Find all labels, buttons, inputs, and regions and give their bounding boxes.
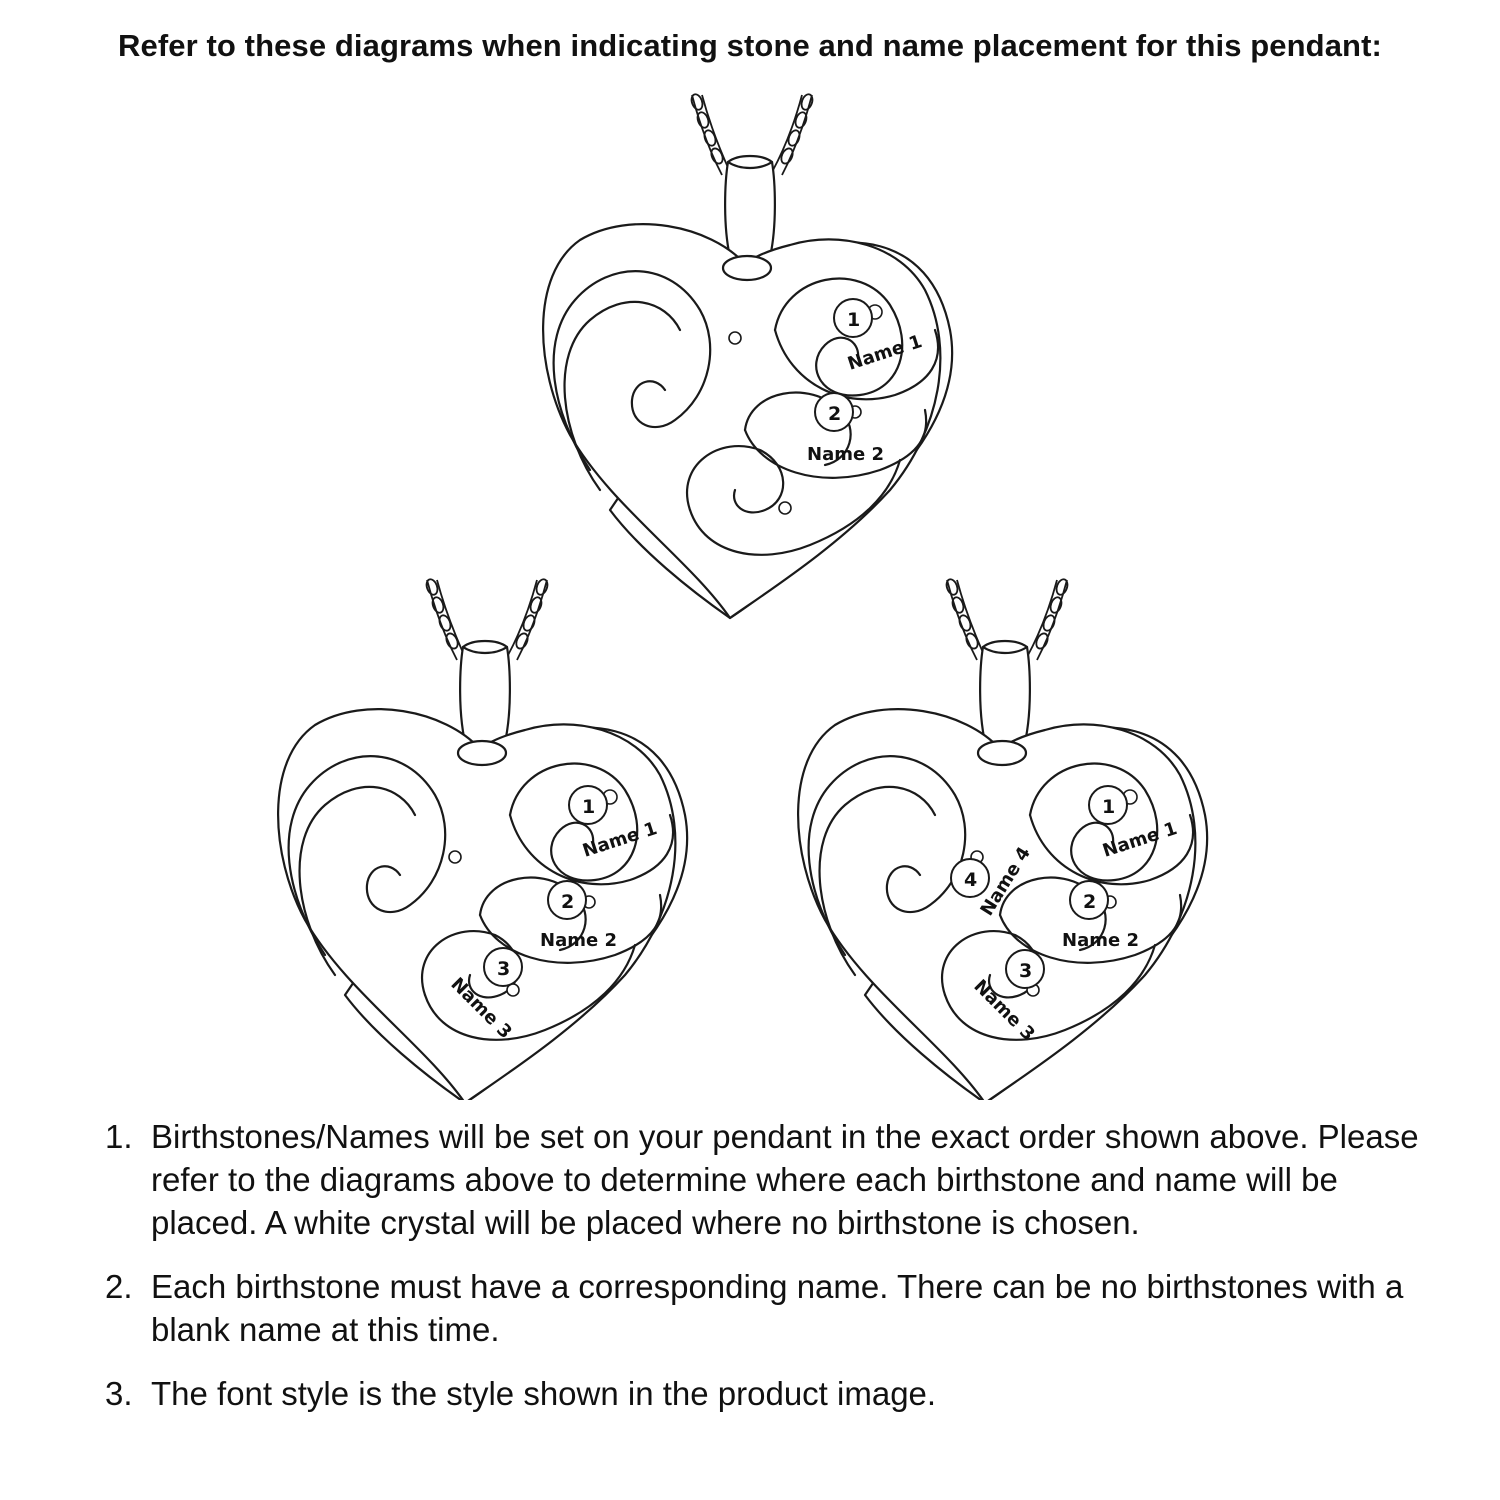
stone-1-number: 1 [582, 796, 595, 818]
name-2-label: Name 2 [540, 930, 617, 951]
stone-2-number: 2 [561, 891, 574, 913]
stone-1 [1088, 785, 1128, 825]
stone-2-number: 2 [1083, 891, 1096, 913]
name-2-label: Name 2 [1062, 930, 1139, 951]
stone-3-number: 3 [497, 958, 510, 980]
instruction-item: 1. Birthstones/Names will be set on your… [105, 1115, 1425, 1244]
stone-4 [950, 858, 990, 898]
stone-3-number: 3 [1019, 960, 1032, 982]
stone-1-number: 1 [1102, 796, 1115, 818]
pendant-diagram-three-stones: 1 Name 1 2 Name 2 3 Name 3 [276, 576, 689, 1100]
stone-3 [1005, 949, 1045, 989]
stone-4-number: 4 [964, 869, 977, 891]
stone-1-number: 1 [847, 309, 860, 331]
stone-1 [568, 785, 608, 825]
instructions-list: 1. Birthstones/Names will be set on your… [105, 1115, 1425, 1436]
instruction-text: Birthstones/Names will be set on your pe… [151, 1118, 1419, 1241]
stone-2 [547, 880, 587, 920]
name-2-label: Name 2 [807, 444, 884, 465]
pendant-diagrams: 1 Name 1 2 Name 2 1 Name 1 2 Name 2 3 Na… [276, 91, 1209, 1100]
instruction-number: 2. [105, 1268, 133, 1305]
stone-3 [483, 947, 523, 987]
stone-2-number: 2 [828, 403, 841, 425]
instruction-number: 3. [105, 1375, 133, 1412]
pendant-diagram-four-stones: 1 Name 1 2 Name 2 3 Name 3 4 Name 4 [796, 576, 1209, 1100]
pendant-diagram-two-stones: 1 Name 1 2 Name 2 [541, 91, 954, 620]
instruction-number: 1. [105, 1118, 133, 1155]
stone-2 [814, 392, 854, 432]
stone-2 [1069, 880, 1109, 920]
instruction-text: The font style is the style shown in the… [151, 1375, 937, 1412]
page-heading: Refer to these diagrams when indicating … [118, 28, 1382, 63]
instruction-text: Each birthstone must have a correspondin… [151, 1268, 1404, 1348]
instruction-item: 2. Each birthstone must have a correspon… [105, 1265, 1425, 1351]
stone-1 [833, 298, 873, 338]
instruction-item: 3. The font style is the style shown in … [105, 1372, 1425, 1415]
